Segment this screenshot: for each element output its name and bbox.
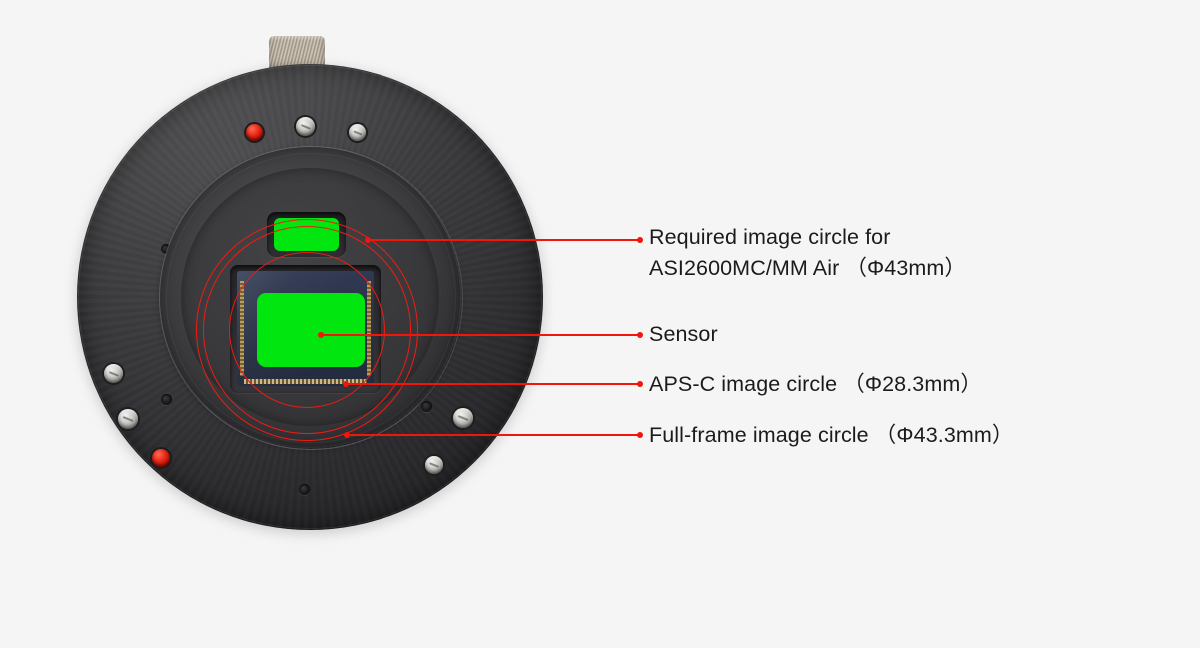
label-required-image-circle-line1: Required image circle for [649, 225, 891, 249]
leader-line-required-image-circle [365, 237, 643, 243]
label-required-image-circle: Required image circle for ASI2600MC/MM A… [649, 222, 966, 284]
leader-line-full-frame [344, 432, 643, 438]
bond-wires-left [240, 281, 244, 376]
filter-window-highlight [274, 218, 339, 251]
bond-pads-bottom [243, 379, 368, 384]
screw-left-upper [104, 364, 123, 383]
label-aps-c-text: APS-C image circle （Φ28.3mm） [649, 372, 982, 396]
label-sensor: Sensor [649, 319, 718, 350]
label-aps-c-image-circle: APS-C image circle （Φ28.3mm） [649, 369, 982, 400]
red-indicator-top [246, 124, 263, 141]
screw-top-center [296, 117, 315, 136]
leader-line-sensor [318, 332, 643, 338]
red-indicator-bottom-left [152, 449, 170, 467]
sensor-housing [230, 265, 381, 393]
sensor-die [237, 271, 374, 386]
camera-illustration [77, 36, 543, 530]
screw-top-right [349, 124, 366, 141]
hole-left-upper [161, 244, 171, 254]
sensor-active-area-highlight [257, 293, 365, 367]
hole-right-mid [421, 401, 432, 412]
screw-left-lower [118, 409, 138, 429]
label-full-frame-text: Full-frame image circle （Φ43.3mm） [649, 423, 1014, 447]
hole-left-mid [161, 394, 172, 405]
leader-line-aps-c [343, 381, 643, 387]
label-full-frame-image-circle: Full-frame image circle （Φ43.3mm） [649, 420, 1014, 451]
screw-bottom-right [425, 456, 443, 474]
bond-wires-right [367, 281, 371, 376]
label-sensor-text: Sensor [649, 322, 718, 346]
label-required-image-circle-line2: ASI2600MC/MM Air （Φ43mm） [649, 256, 967, 280]
filter-window-recess [267, 212, 346, 257]
screw-right-lower [453, 408, 473, 428]
hole-bottom-center [299, 484, 310, 495]
